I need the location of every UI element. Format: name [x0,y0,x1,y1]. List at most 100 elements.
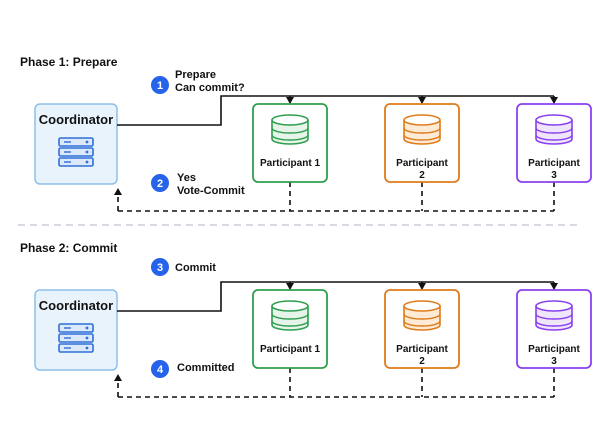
participant-label: Participant 1 [260,158,320,169]
step-number: 2 [157,178,163,190]
response-arrowhead [114,374,122,381]
response-step-text: Committed [177,362,234,374]
database-icon [271,300,309,331]
server-led [85,140,89,144]
step-badge: 1 [151,76,169,94]
response-connector [114,182,555,212]
request-connector [117,281,558,312]
server-rack-unit [58,147,94,157]
request-line [117,95,554,126]
server-led [85,160,89,164]
database-icon [271,114,309,145]
database-top [535,114,573,126]
server-led [85,150,89,154]
database-icon [403,300,441,331]
database-body [271,120,309,145]
server-rack-unit [58,343,94,353]
database-icon [403,114,441,145]
participant-number: 3 [551,356,557,367]
participant-label: Participant [528,344,580,355]
server-rack-unit [58,333,94,343]
database-icon [535,300,573,331]
database-ring [535,313,573,320]
database-ring [403,134,441,141]
step-badge: 2 [151,174,169,192]
participant-number: 2 [419,170,425,181]
database-body [403,306,441,331]
database-top [535,300,573,312]
request-arrowhead [550,97,558,104]
step-number: 3 [157,262,163,274]
response-step-text: Yes [177,172,196,184]
server-led [85,326,89,330]
database-ring [535,134,573,141]
participant-label: Participant 1 [260,344,320,355]
database-body [271,306,309,331]
database-top [271,114,309,126]
request-step-text: Commit [175,262,216,274]
step-badge-circle [151,76,169,94]
database-ring [271,313,309,320]
step-number: 4 [157,364,164,376]
database-ring [403,320,441,327]
server-led [85,346,89,350]
database-ring [403,127,441,134]
server-rack-unit [58,323,94,333]
coordinator-label: Coordinator [39,298,113,313]
request-arrowhead [418,283,426,290]
request-connector [117,95,558,126]
participant-number: 2 [419,356,425,367]
participant-1: Participant 1 [252,103,328,183]
database-top [271,300,309,312]
response-step-text: Vote-Commit [177,185,245,197]
database-body [535,120,573,145]
request-arrowhead [286,283,294,290]
database-icon [535,114,573,145]
response-arrowhead [114,188,122,195]
server-icon [58,323,94,353]
coordinator-label: Coordinator [39,112,113,127]
request-step-text: Prepare [175,69,216,81]
step-badge-circle [151,258,169,276]
participant-label: Participant [396,158,448,169]
step-badge-circle [151,360,169,378]
database-top [403,114,441,126]
request-arrowhead [550,283,558,290]
database-ring [403,313,441,320]
request-step: 3 Commit [151,258,216,276]
database-ring [535,320,573,327]
step-number: 1 [157,80,163,92]
server-rack-unit [58,137,94,147]
request-step-text: Can commit? [175,82,245,94]
database-body [535,306,573,331]
coordinator-node: Coordinator [34,289,118,371]
step-badge-circle [151,174,169,192]
database-ring [271,134,309,141]
phase-title: Phase 1: Prepare [20,55,118,69]
participant-1: Participant 1 [252,289,328,369]
server-led [85,336,89,340]
phase-title: Phase 2: Commit [20,241,117,255]
server-rack-unit [58,157,94,167]
server-icon [58,137,94,167]
request-arrowhead [286,97,294,104]
database-body [403,120,441,145]
request-line [117,281,554,312]
participant-label: Participant [528,158,580,169]
database-ring [535,127,573,134]
database-ring [271,127,309,134]
participant-number: 3 [551,170,557,181]
request-arrowhead [418,97,426,104]
coordinator-node: Coordinator [34,103,118,185]
participant-label: Participant [396,344,448,355]
step-badge: 4 [151,360,169,378]
